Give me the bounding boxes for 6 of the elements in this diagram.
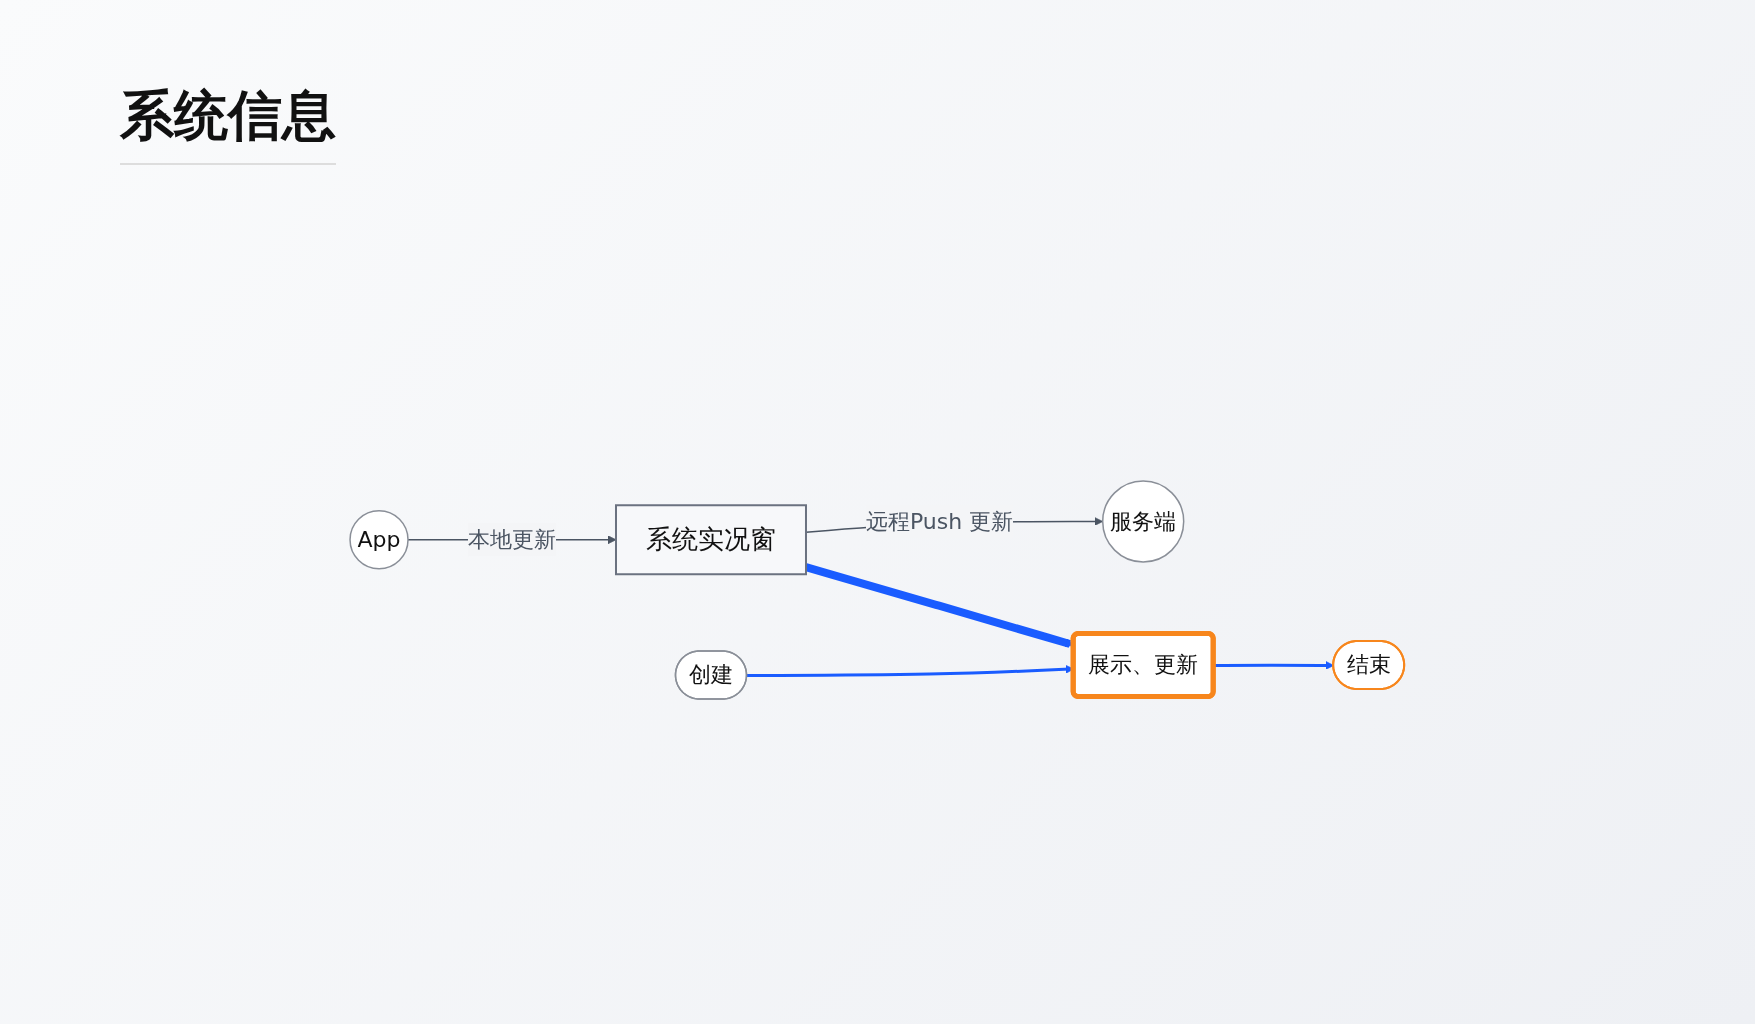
node-circle: App [349,510,410,570]
node-box: 系统实况窗 [615,504,808,576]
edge-label: 本地更新 [468,527,557,553]
edge-label: 远程Push 更新 [866,509,1014,534]
node-circle: 服务端 [1102,480,1185,563]
title: 系统信息 [120,80,336,165]
